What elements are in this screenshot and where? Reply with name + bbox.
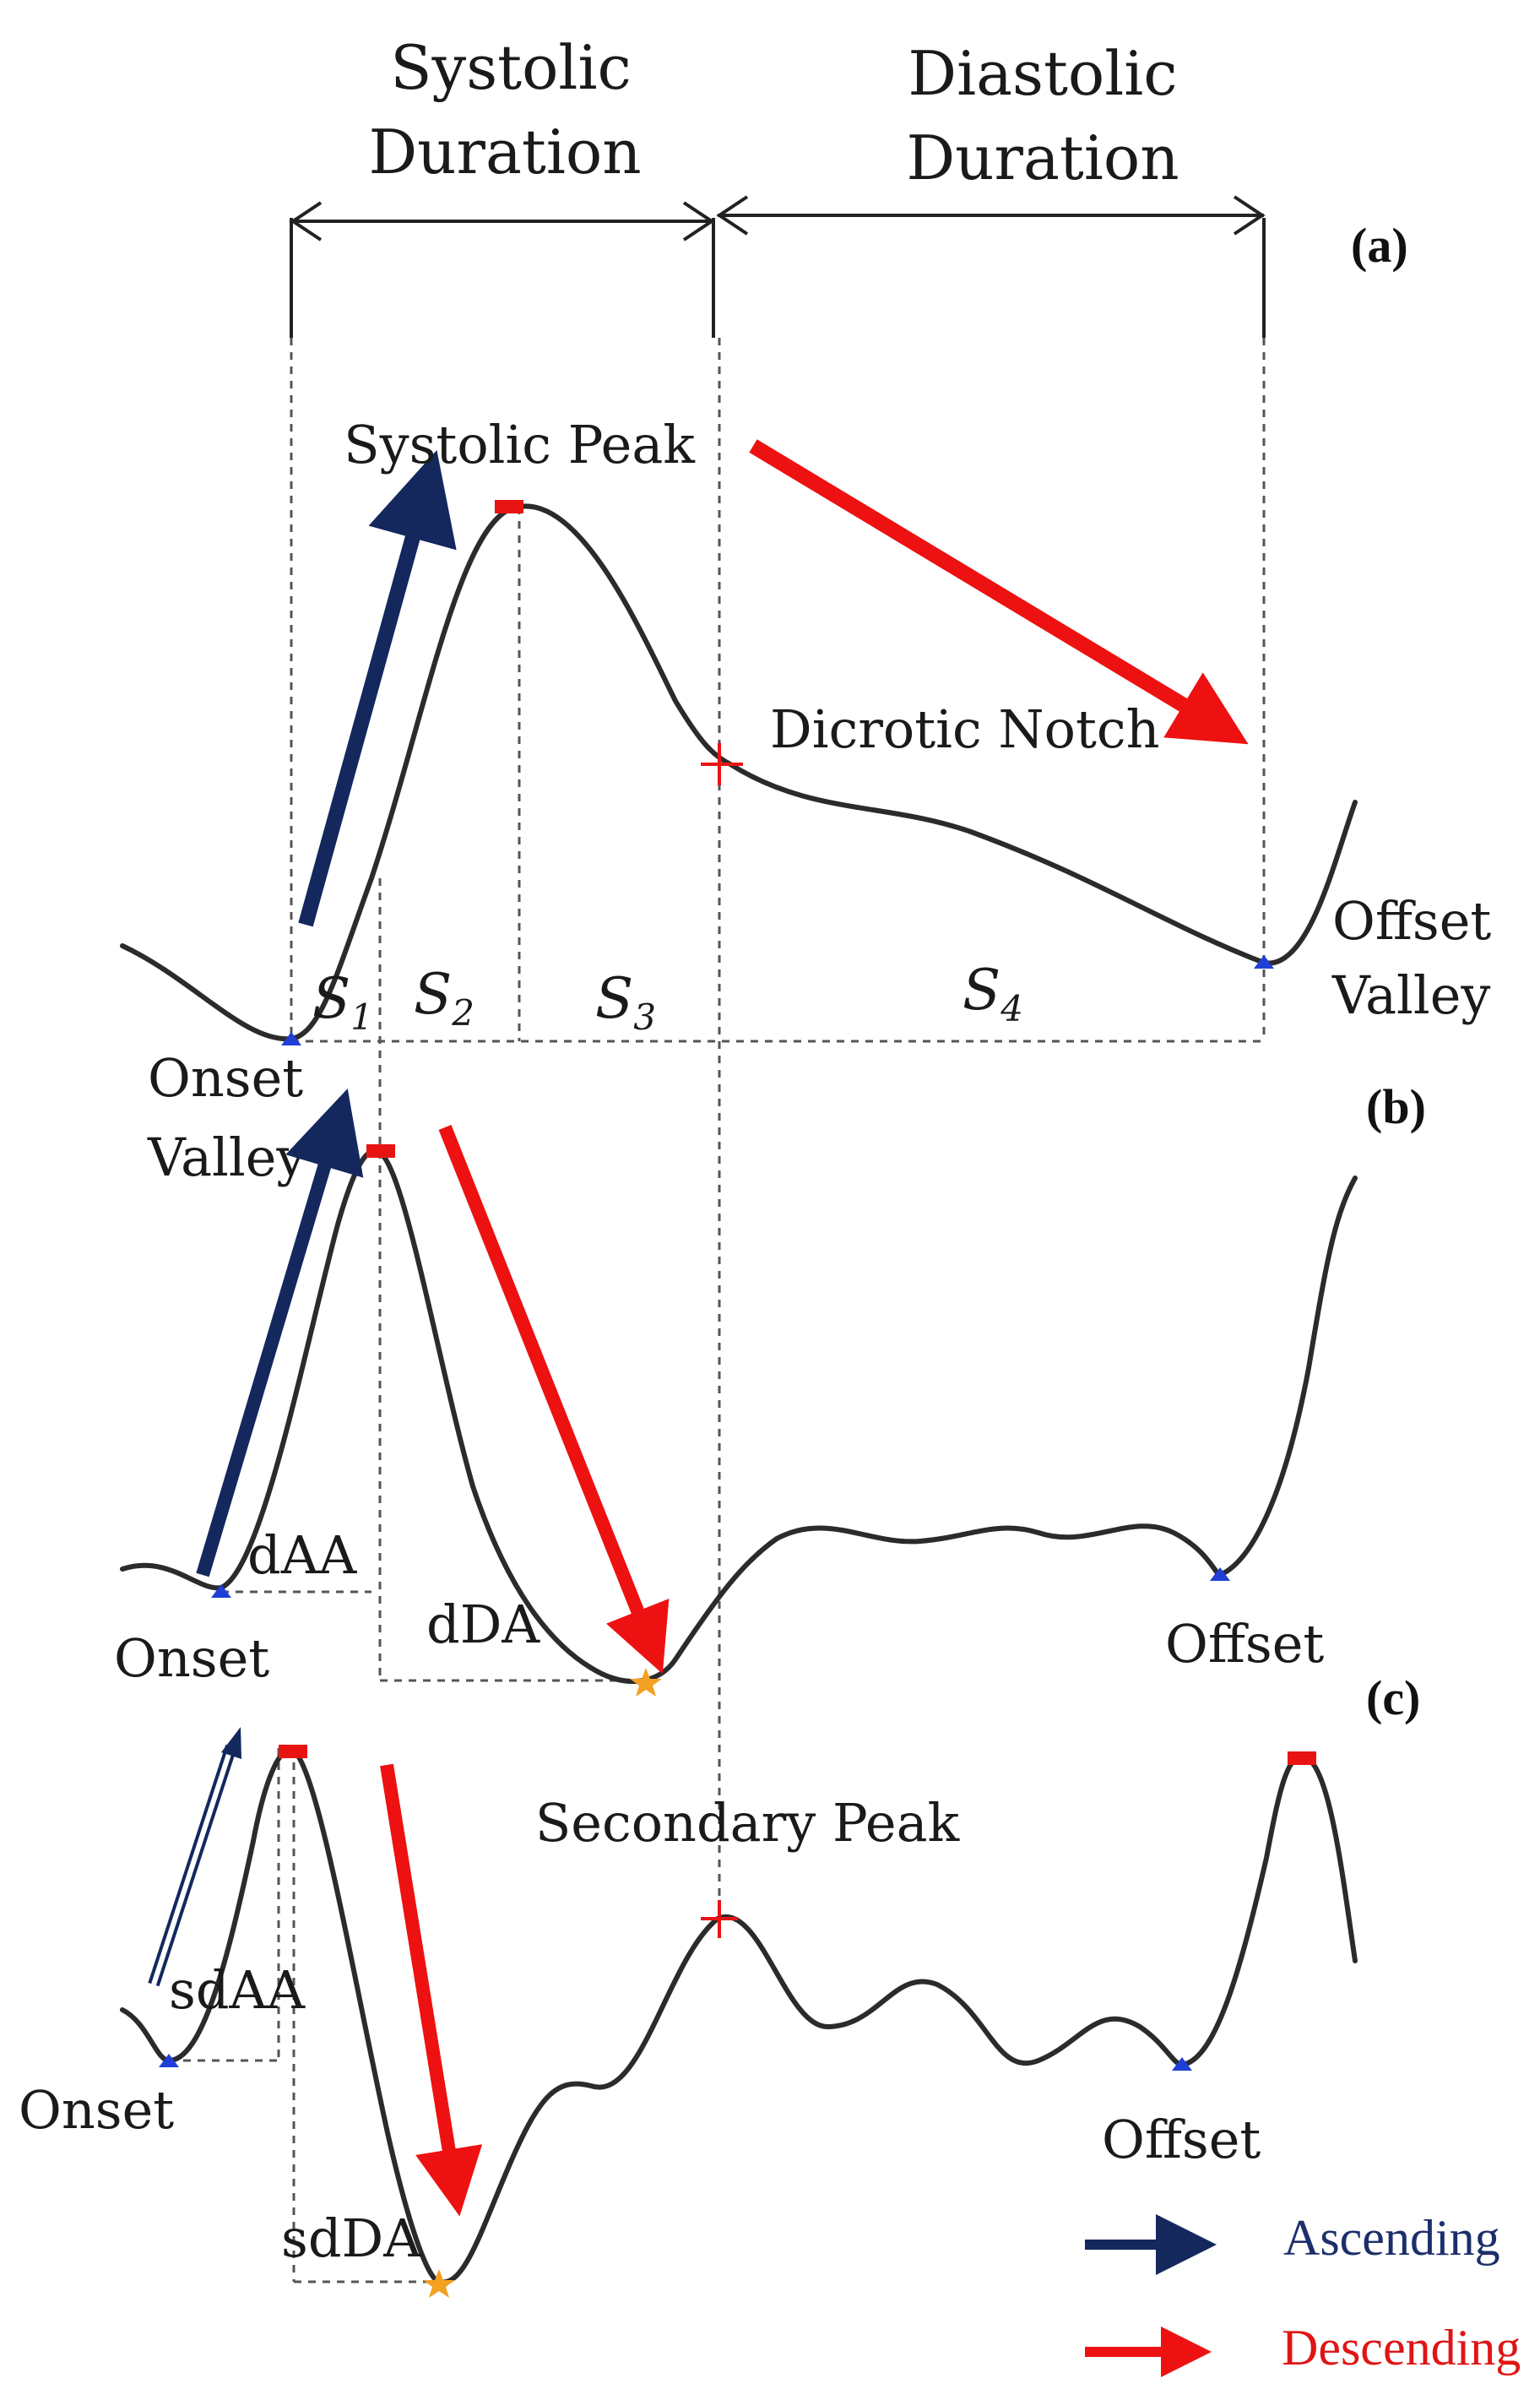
segment-label-s4: S4: [962, 958, 1023, 1029]
systolic-duration-label-line1: Systolic: [390, 32, 632, 103]
diastolic-duration-label-line1: Diastolic: [908, 38, 1177, 109]
offset-marker-c: [1172, 2057, 1192, 2071]
daa-label: dAA: [247, 1524, 357, 1586]
peak-marker-c: [279, 1745, 307, 1758]
offset-marker-b: [1210, 1567, 1230, 1581]
segment-s1-sub: 1: [350, 996, 373, 1038]
ppg-waveform-a: [120, 503, 1358, 1042]
second-peak-marker-c: [1288, 1751, 1316, 1765]
systolic-arrowhead-right: [682, 201, 715, 242]
panel-label-b: (b): [1366, 1079, 1426, 1134]
onset-marker-c: [159, 2054, 179, 2067]
secondary-peak-label: Secondary Peak: [535, 1792, 960, 1854]
descending-arrow-b: [438, 1125, 670, 1675]
systolic-duration-label-line2: Duration: [368, 117, 641, 187]
descending-arrow-a: [749, 439, 1249, 745]
descending-arrow-c: [380, 1763, 483, 2217]
onset-valley-label-line1: Onset: [148, 1047, 303, 1109]
segment-s4-letter: S: [962, 958, 1000, 1023]
segment-s2-sub: 2: [451, 992, 474, 1034]
secondary-min-marker-b: [630, 1668, 662, 1697]
peak-marker-b: [366, 1144, 395, 1158]
segment-label-s1: S1: [312, 966, 373, 1038]
legend: Ascending Descending: [1085, 2210, 1521, 2377]
ascending-arrow-a: [298, 449, 457, 927]
segment-s2-letter: S: [414, 962, 452, 1027]
offset-label-c: Offset: [1102, 2109, 1261, 2170]
dicrotic-notch-marker: [701, 743, 743, 785]
ascending-arrow-b: [196, 1089, 364, 1577]
onset-marker-b: [211, 1584, 231, 1598]
offset-valley-label-line1: Offset: [1332, 890, 1491, 952]
secondary-peak-marker: [701, 1900, 738, 1938]
sdda-label: sdDA: [281, 2207, 422, 2269]
legend-descending-label: Descending: [1282, 2320, 1521, 2376]
sdaa-label: sdAA: [169, 1959, 306, 2021]
systolic-arrowhead-left: [290, 201, 323, 242]
offset-valley-marker: [1254, 955, 1274, 969]
ascending-arrow-c: [148, 1727, 241, 1987]
systolic-peak-label: Systolic Peak: [344, 414, 695, 475]
secondary-min-marker-c: [423, 2269, 455, 2298]
guide-lines: [169, 338, 1266, 2283]
segment-s3-letter: S: [595, 966, 633, 1031]
panel-label-c: (c): [1366, 1670, 1420, 1725]
diastolic-duration-label-line2: Duration: [906, 122, 1179, 193]
offset-label-b: Offset: [1165, 1613, 1324, 1675]
dda-label: dDA: [426, 1594, 540, 1655]
segment-s4-sub: 4: [1000, 988, 1023, 1029]
segment-s1-letter: S: [312, 966, 350, 1031]
segment-label-s2: S2: [414, 962, 474, 1034]
offset-valley-label-line2: Valley: [1331, 964, 1490, 1026]
panel-label-a: (a): [1351, 218, 1408, 273]
segment-s3-sub: 3: [633, 996, 656, 1038]
onset-label-b: Onset: [114, 1627, 269, 1689]
legend-ascending-label: Ascending: [1283, 2210, 1500, 2266]
onset-valley-marker: [281, 1032, 301, 1045]
diastolic-arrowhead-left: [716, 195, 749, 236]
dicrotic-notch-label: Dicrotic Notch: [770, 698, 1160, 760]
segment-label-s3: S3: [595, 966, 656, 1038]
duration-brackets: [290, 195, 1266, 338]
systolic-peak-marker: [495, 500, 523, 513]
onset-label-c: Onset: [19, 2079, 174, 2141]
diastolic-arrowhead-right: [1233, 195, 1266, 236]
onset-valley-label-line2: Valley: [147, 1127, 306, 1188]
